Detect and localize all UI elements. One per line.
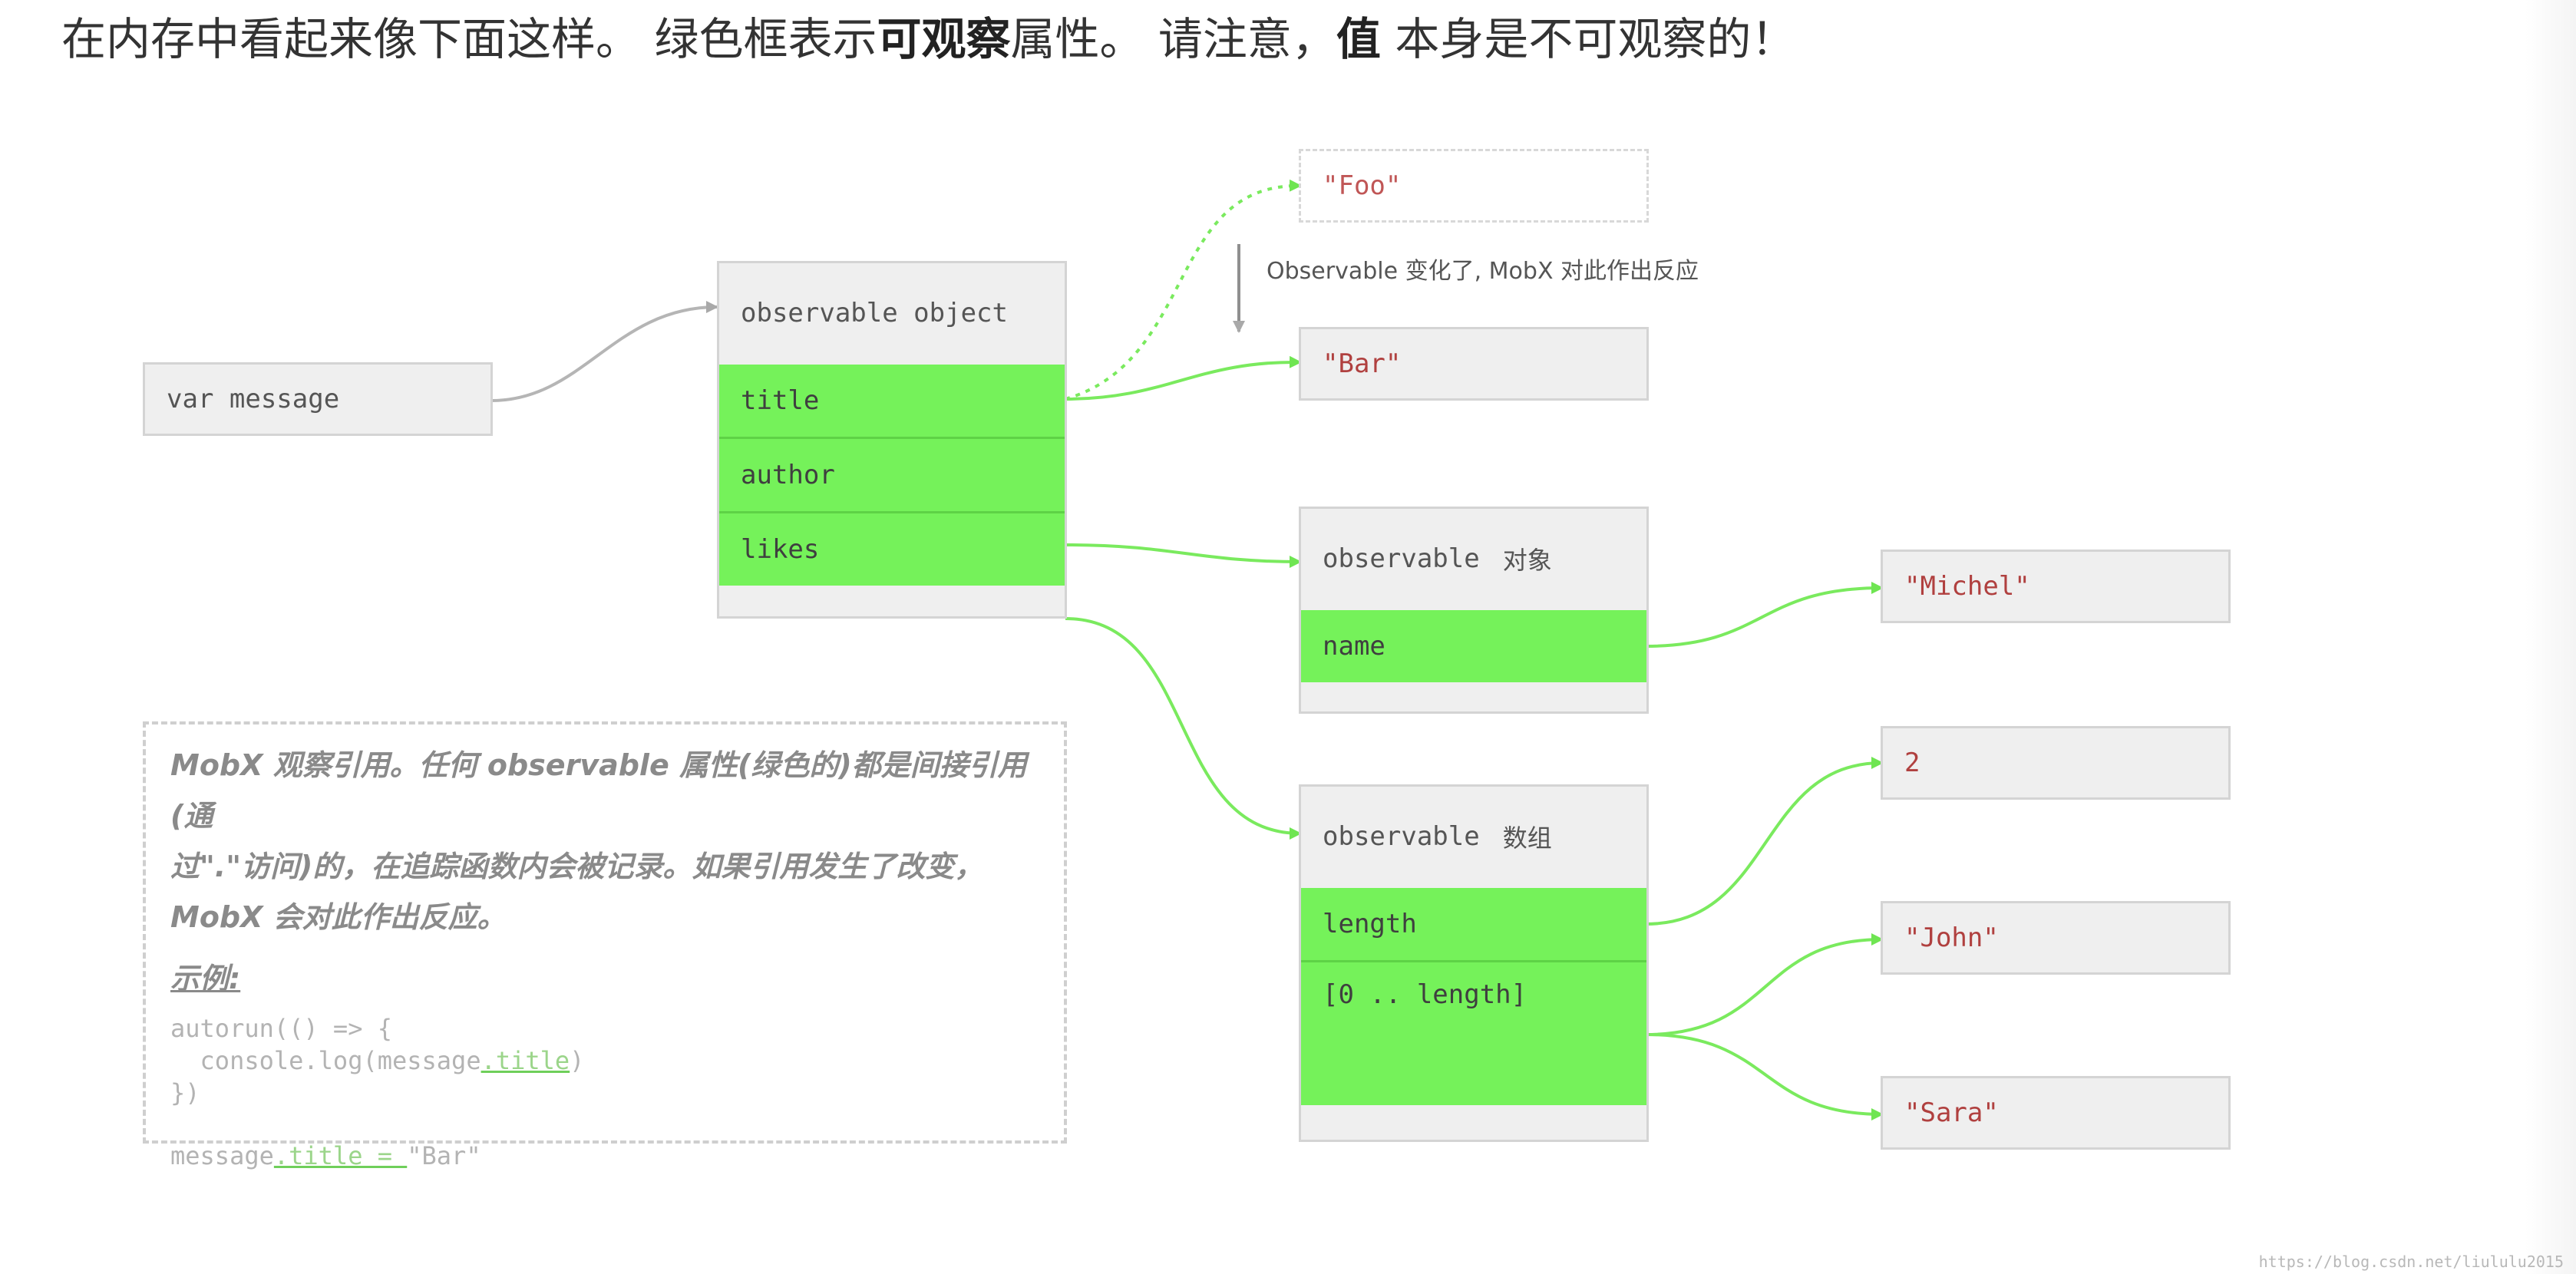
code-line-4: message.title = "Bar" bbox=[170, 1140, 1041, 1172]
value-john: "John" bbox=[1881, 901, 2231, 975]
code-gap bbox=[170, 1109, 1041, 1140]
page-edge-shadow bbox=[2525, 0, 2576, 1274]
note-example-label: 示例: bbox=[170, 962, 241, 995]
arrow-likes-to-object bbox=[1065, 543, 1302, 568]
prop-divider bbox=[719, 437, 1065, 439]
code-line-2-pre: console.log(message bbox=[170, 1046, 481, 1075]
array-header: observable 数组 bbox=[1301, 787, 1646, 886]
arrow-var-to-object bbox=[490, 301, 718, 402]
intro-text-2: 属性。 请注意， bbox=[1010, 13, 1336, 65]
var-message-box: var message bbox=[143, 362, 493, 436]
intro-bold-observable: 可观察 bbox=[877, 13, 1011, 65]
prop-author: author bbox=[719, 439, 1065, 511]
code-line-4-pre: message bbox=[170, 1141, 274, 1170]
code-line-1: autorun(() => { bbox=[170, 1014, 392, 1043]
prop-length: length bbox=[1301, 888, 1646, 960]
note-line-3: MobX 会对此作出反应。 bbox=[170, 900, 507, 934]
likes-object-header-text: observable bbox=[1323, 543, 1480, 574]
code-line-2-post: ) bbox=[570, 1046, 585, 1075]
observable-likes-object-box: observable 对象 name bbox=[1299, 507, 1649, 714]
prop-array-items: [0 .. length] bbox=[1301, 962, 1646, 1105]
arrow-length-to-2 bbox=[1645, 757, 1884, 926]
observable-array-box: observable 数组 length [0 .. length] bbox=[1299, 784, 1649, 1142]
arrow-items-to-sara bbox=[1645, 1033, 1884, 1121]
intro-text-3: 本身是不可观察的！ bbox=[1380, 13, 1796, 65]
note-line-1: MobX 观察引用。任何 observable 属性(绿色的)都是间接引用(通 bbox=[170, 748, 1027, 833]
code-sample: autorun(() => { console.log(message.titl… bbox=[170, 1012, 1041, 1172]
observable-object-box: observable object title author likes bbox=[717, 261, 1067, 619]
code-line-2: console.log(message.title) bbox=[170, 1045, 1041, 1077]
new-value-bar: "Bar" bbox=[1299, 327, 1649, 401]
prop-divider bbox=[719, 511, 1065, 513]
prop-title: title bbox=[719, 365, 1065, 437]
explanation-note: MobX 观察引用。任何 observable 属性(绿色的)都是间接引用(通 … bbox=[143, 721, 1067, 1170]
intro-bold-value: 值 bbox=[1336, 13, 1381, 65]
prop-divider bbox=[1301, 960, 1646, 962]
arrow-name-to-michel bbox=[1645, 582, 1884, 648]
code-line-2-highlight: .title bbox=[481, 1046, 570, 1075]
code-line-3: }) bbox=[170, 1078, 200, 1107]
code-line-4-highlight: .title = bbox=[273, 1141, 408, 1170]
intro-text-1: 在内存中看起来像下面这样。 绿色框表示 bbox=[61, 13, 877, 65]
intro-paragraph: 在内存中看起来像下面这样。 绿色框表示可观察属性。 请注意，值 本身是不可观察的… bbox=[61, 5, 1795, 74]
likes-object-header: observable 对象 bbox=[1301, 509, 1646, 609]
array-header-text: observable bbox=[1323, 821, 1480, 852]
arrow-title-to-bar bbox=[1065, 355, 1302, 401]
arrow-object-to-array bbox=[1065, 617, 1302, 840]
observable-object-header: observable object bbox=[741, 298, 1008, 328]
value-sara: "Sara" bbox=[1881, 1076, 2231, 1150]
value-michel: "Michel" bbox=[1881, 550, 2231, 623]
arrow-items-to-john bbox=[1645, 933, 1884, 1036]
array-header-cjk: 数组 bbox=[1502, 823, 1552, 853]
code-line-4-post: "Bar" bbox=[407, 1141, 481, 1170]
note-line-2: 过"."访问)的，在追踪函数内会被记录。如果引用发生了改变， bbox=[170, 850, 984, 883]
prop-name: name bbox=[1301, 610, 1646, 682]
value-length-2: 2 bbox=[1881, 726, 2231, 800]
likes-object-header-cjk: 对象 bbox=[1502, 546, 1552, 575]
old-value-foo: "Foo" bbox=[1299, 149, 1649, 223]
prop-likes: likes bbox=[719, 513, 1065, 586]
source-watermark: https://blog.csdn.net/liululu2015 bbox=[2258, 1253, 2564, 1271]
arrow-title-to-foo bbox=[1065, 179, 1302, 401]
change-note: Observable 变化了, MobX 对此作出反应 bbox=[1267, 258, 1699, 285]
